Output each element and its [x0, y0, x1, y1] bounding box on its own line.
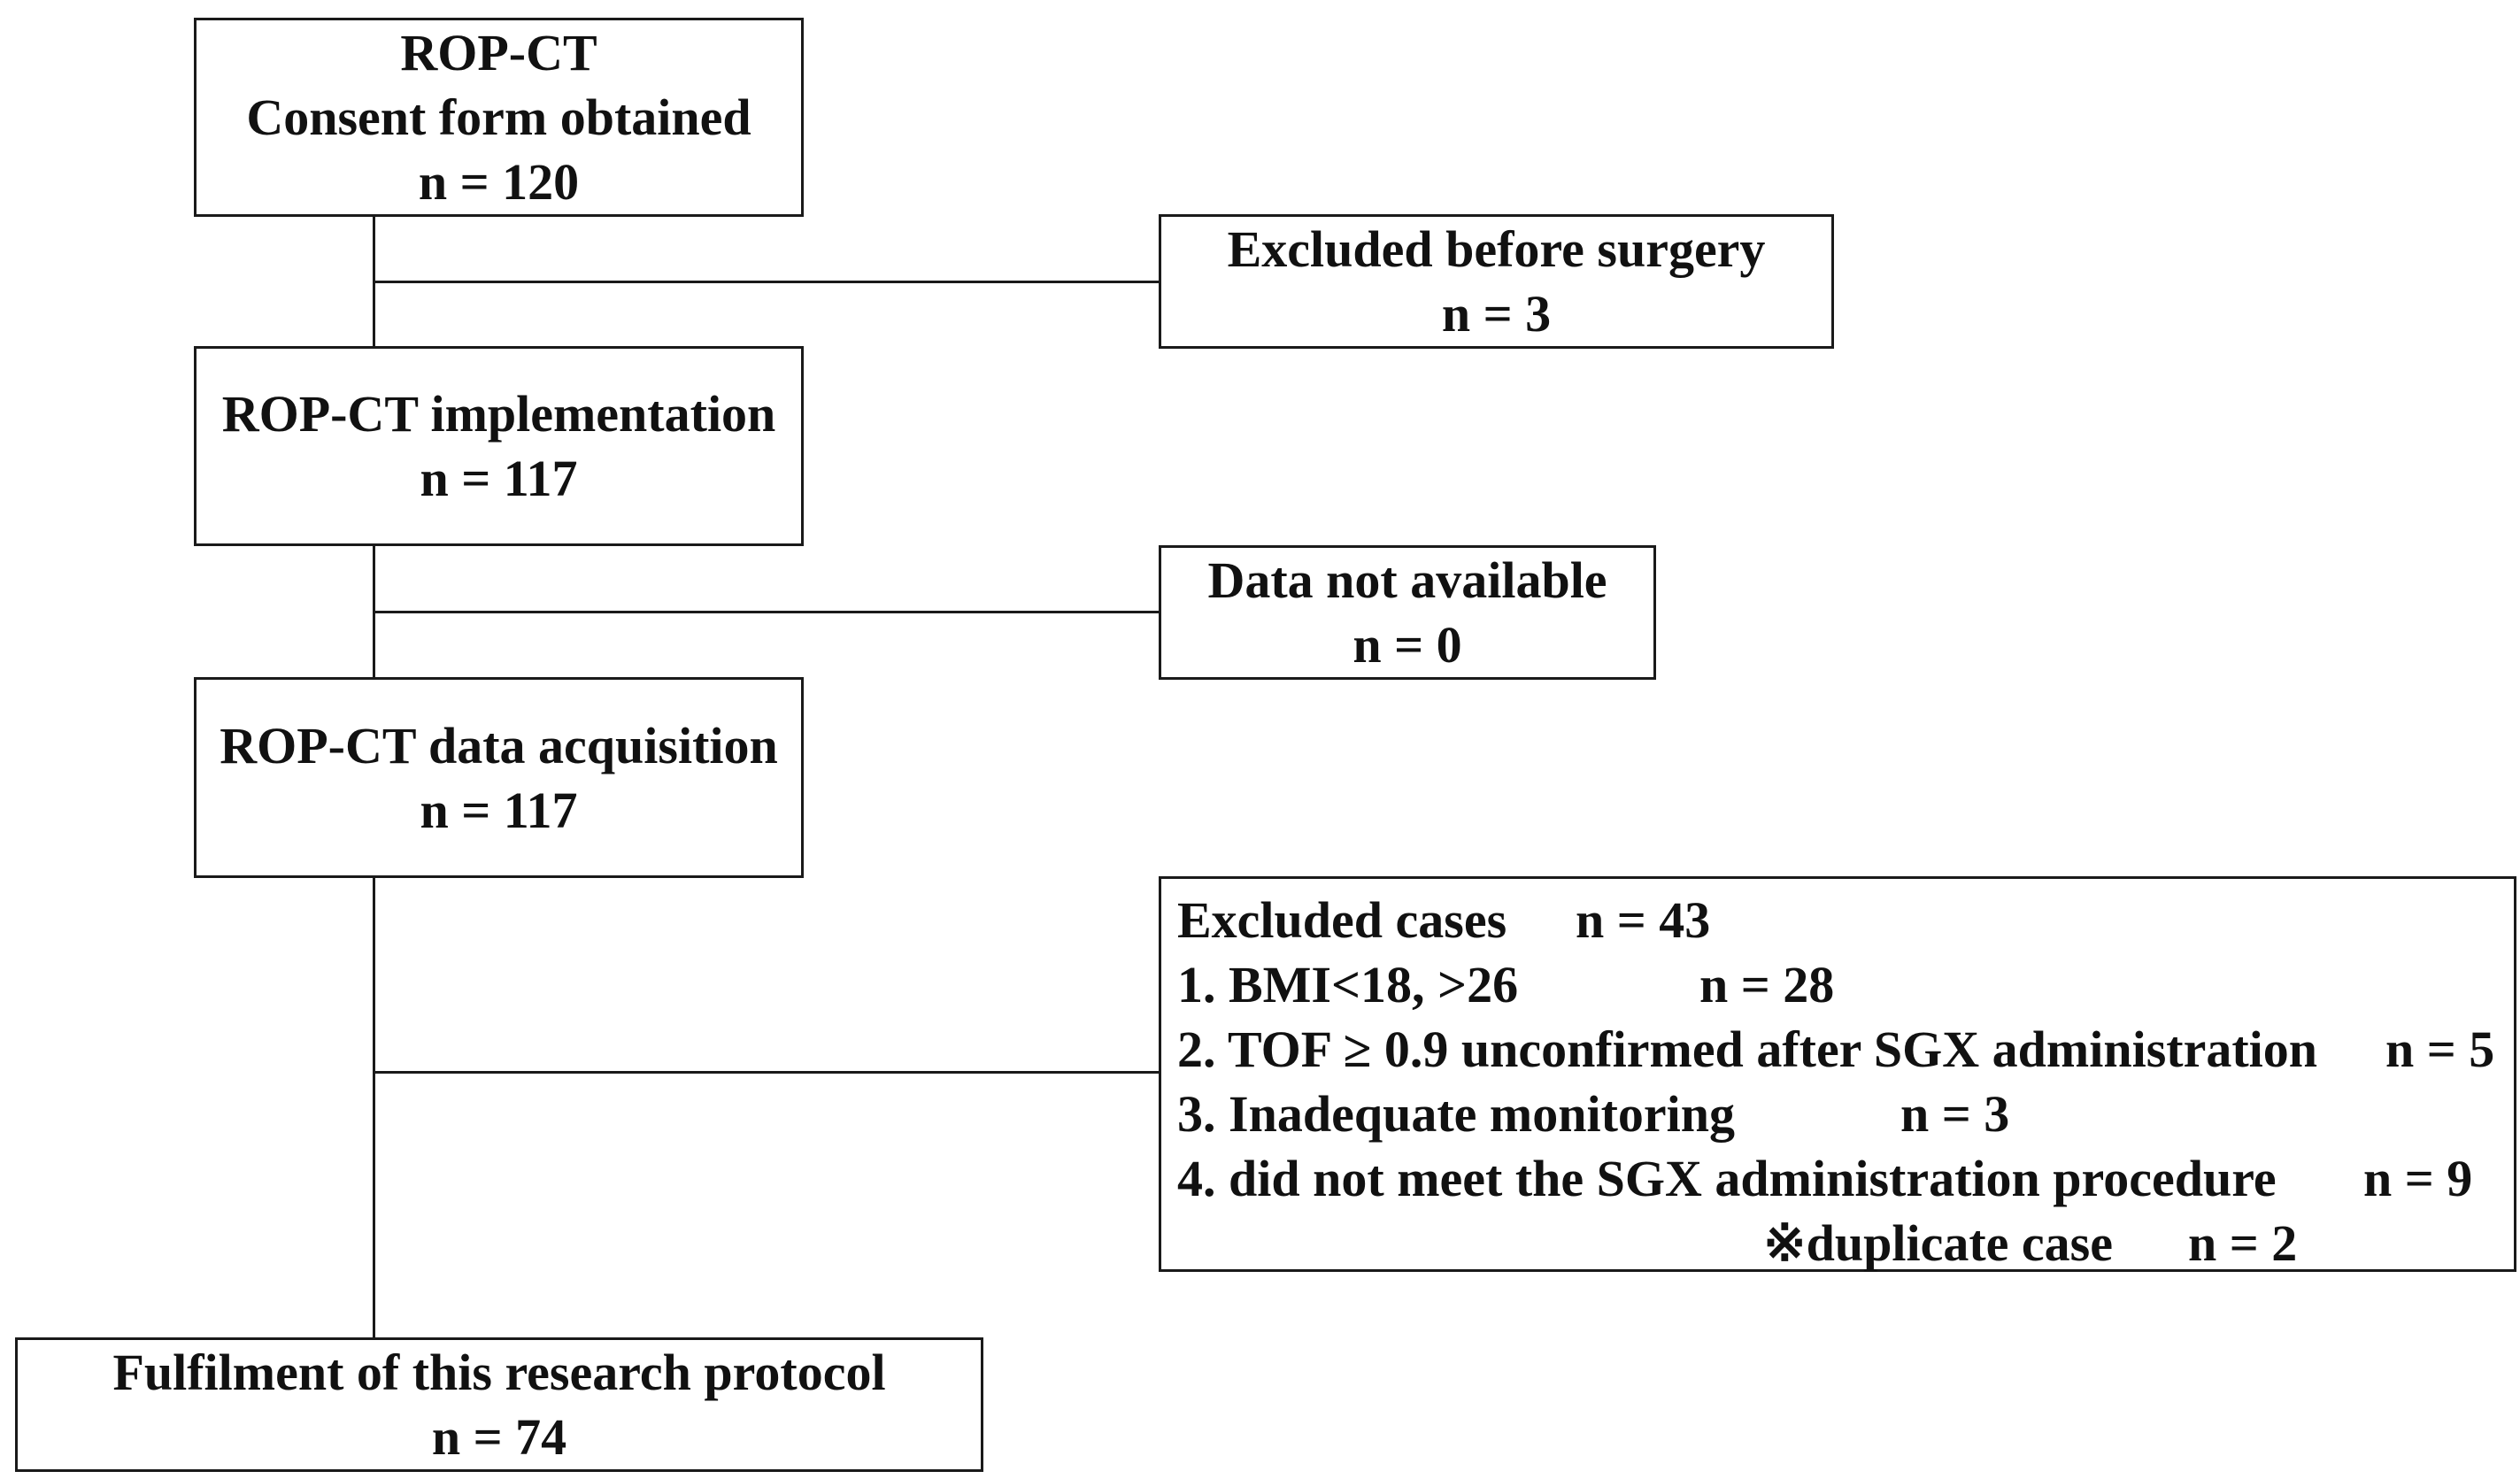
excluded-reason-item: 3. Inadequate monitoring n = 3 [1177, 1082, 2514, 1146]
consent-box: ROP-CT Consent form obtained n = 120 [194, 18, 804, 217]
excluded-reason-label: 1. BMI<18, >26 [1177, 956, 1519, 1013]
connector-main-3 [373, 876, 375, 1339]
implementation-box: ROP-CT implementation n = 117 [194, 346, 804, 546]
consent-count: n = 120 [418, 153, 580, 211]
fulfilment-label: Fulfilment of this research protocol [112, 1344, 886, 1401]
excluded-reason-label: 3. Inadequate monitoring [1177, 1085, 1736, 1143]
data-not-available-label: Data not available [1207, 551, 1607, 609]
excluded-reason-item: 2. TOF ≥ 0.9 unconfirmed after SGX admin… [1177, 1017, 2514, 1082]
excluded-before-surgery-label: Excluded before surgery [1227, 220, 1766, 278]
excluded-before-surgery-box: Excluded before surgery n = 3 [1159, 214, 1834, 349]
fulfilment-box: Fulfilment of this research protocol n =… [15, 1337, 983, 1472]
excluded-cases-title: Excluded cases [1177, 891, 1507, 949]
data-acquisition-box: ROP-CT data acquisition n = 117 [194, 677, 804, 878]
consent-label: Consent form obtained [246, 89, 751, 146]
excluded-reason-label: 2. TOF ≥ 0.9 unconfirmed after SGX admin… [1177, 1021, 2318, 1078]
duplicate-case-note: ※duplicate case n = 2 [1177, 1211, 2514, 1275]
duplicate-case-label: ※duplicate case [1763, 1214, 2113, 1272]
excluded-cases-box: Excluded cases n = 43 1. BMI<18, >26 n =… [1159, 876, 2516, 1272]
duplicate-case-count: n = 2 [2188, 1214, 2298, 1272]
fulfilment-count: n = 74 [431, 1408, 567, 1466]
excluded-reason-count: n = 9 [2363, 1150, 2473, 1207]
connector-branch-3 [373, 1071, 1160, 1074]
excluded-cases-count: n = 43 [1576, 891, 1711, 949]
data-not-available-box: Data not available n = 0 [1159, 545, 1656, 680]
excluded-reason-label: 4. did not meet the SGX administration p… [1177, 1150, 2277, 1207]
data-acquisition-label: ROP-CT data acquisition [220, 716, 778, 774]
excluded-reason-item: 4. did not meet the SGX administration p… [1177, 1146, 2514, 1211]
excluded-cases-header: Excluded cases n = 43 [1177, 888, 2514, 952]
connector-branch-2 [373, 611, 1160, 613]
data-not-available-count: n = 0 [1352, 616, 1462, 674]
excluded-reason-item: 1. BMI<18, >26 n = 28 [1177, 952, 2514, 1017]
data-acquisition-count: n = 117 [420, 781, 578, 839]
excluded-reason-count: n = 28 [1699, 956, 1835, 1013]
implementation-count: n = 117 [420, 450, 578, 507]
excluded-before-surgery-count: n = 3 [1441, 285, 1552, 343]
excluded-reason-count: n = 3 [1900, 1085, 2010, 1143]
implementation-label: ROP-CT implementation [221, 385, 776, 443]
connector-branch-1 [373, 281, 1160, 283]
excluded-reason-count: n = 5 [2385, 1021, 2495, 1078]
consent-title: ROP-CT [400, 24, 597, 81]
